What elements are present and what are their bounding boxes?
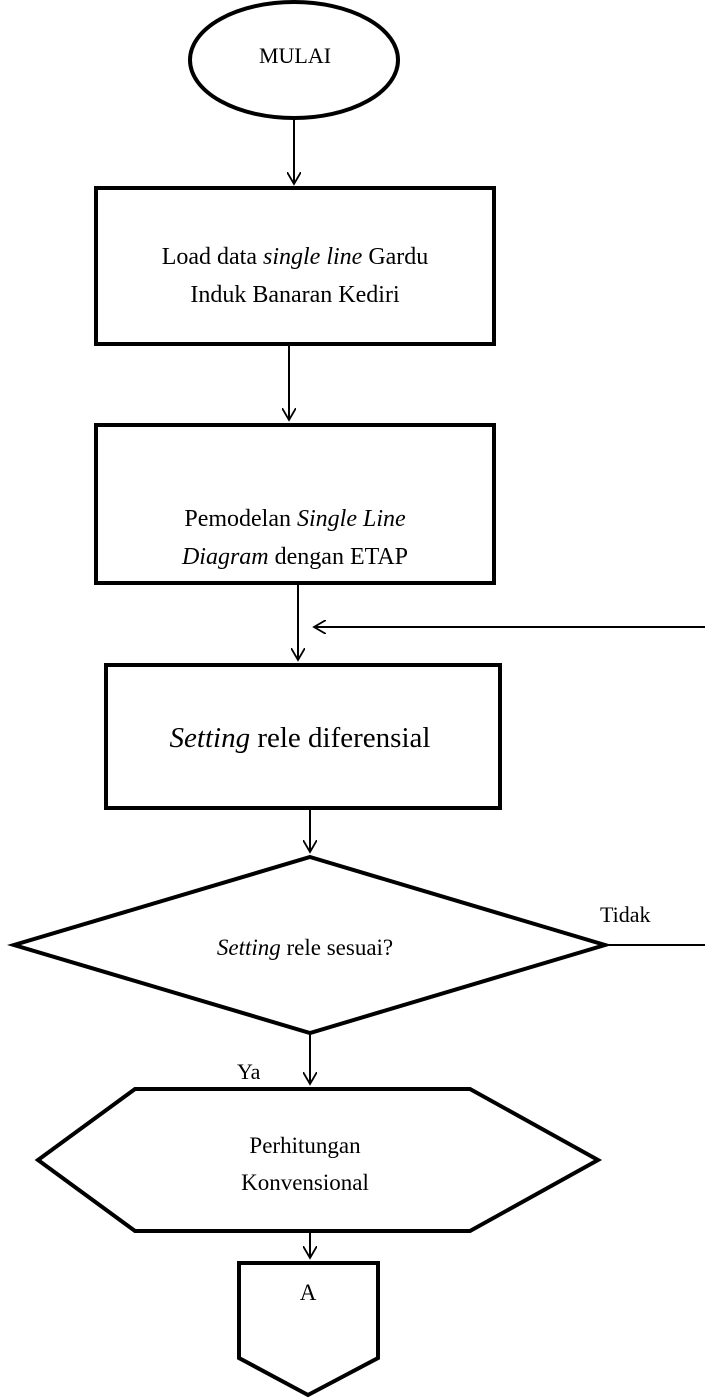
decision-post: rele sesuai? (280, 935, 394, 960)
modeling-line2: Diagram dengan ETAP (100, 538, 490, 576)
load-data-pre: Load data (161, 244, 263, 270)
modeling-line1: Pemodelan Single Line (100, 500, 490, 538)
decision-line: Setting rele sesuai? (150, 930, 460, 966)
start-label: MULAI (190, 38, 400, 74)
decision-italic: Setting (216, 935, 281, 960)
setting-italic: Setting (169, 722, 251, 754)
modeling-post: dengan ETAP (268, 544, 409, 570)
yes-branch-label: Ya (237, 1059, 261, 1084)
process-load-data (94, 186, 496, 346)
connector-label: A (299, 1280, 317, 1305)
modeling-italic2: Diagram (181, 544, 269, 570)
modeling-label: Pemodelan Single Line Diagram dengan ETA… (100, 500, 490, 576)
process-modeling (94, 423, 496, 585)
off-page-connector (237, 1261, 380, 1398)
setting-relay-label: Setting rele diferensial (110, 718, 490, 758)
modeling-pre: Pemodelan (184, 506, 297, 532)
load-data-post: Gardu (362, 244, 429, 270)
load-data-italic: single line (262, 244, 363, 270)
load-data-label: Load data single line Gardu Induk Banara… (100, 238, 490, 314)
setting-line: Setting rele diferensial (110, 718, 490, 758)
modeling-italic1: Single Line (296, 506, 406, 532)
conventional-line1: Perhitungan (249, 1133, 361, 1158)
process-setting-relay (104, 663, 502, 810)
load-data-line2: Induk Banaran Kediri (190, 282, 400, 308)
conventional-label: Perhitungan Konvensional (160, 1127, 450, 1201)
start-text: MULAI (258, 43, 332, 68)
load-data-line1: Load data single line Gardu (100, 238, 490, 276)
no-branch-label: Tidak (600, 902, 651, 927)
preparation-hexagon (34, 1087, 603, 1233)
decision-label: Setting rele sesuai? (150, 930, 460, 966)
conventional-line2: Konvensional (241, 1170, 369, 1195)
setting-post: rele diferensial (250, 722, 431, 754)
